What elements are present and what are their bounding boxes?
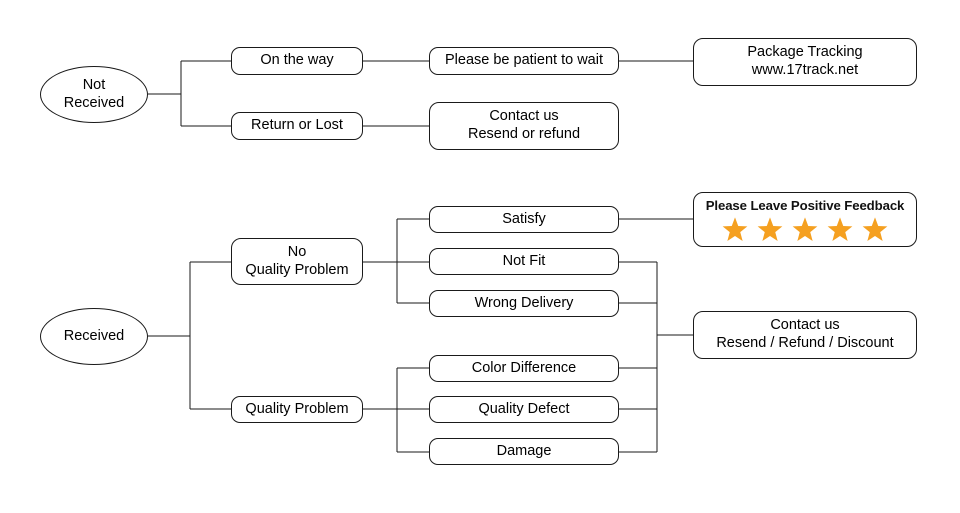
star-icon[interactable] — [862, 217, 888, 243]
node-package-tracking-line2: www.17track.net — [751, 62, 859, 78]
node-no-quality-problem-line2: Quality Problem — [245, 261, 349, 278]
node-not-fit[interactable]: Not Fit — [429, 248, 619, 275]
node-return-or-lost-label: Return or Lost — [251, 117, 343, 134]
star-icon[interactable] — [757, 217, 783, 243]
node-please-be-patient-label: Please be patient to wait — [445, 52, 603, 69]
node-received-label: Received — [63, 327, 125, 344]
node-positive-feedback[interactable]: Please Leave Positive Feedback — [693, 192, 917, 247]
node-no-quality-problem[interactable]: No Quality Problem — [231, 238, 363, 285]
node-wrong-delivery[interactable]: Wrong Delivery — [429, 290, 619, 317]
node-quality-defect-label: Quality Defect — [478, 400, 570, 417]
node-contact-us-resend-refund-line1: Contact us — [489, 108, 559, 125]
node-color-difference[interactable]: Color Difference — [429, 355, 619, 382]
feedback-label: Please Leave Positive Feedback — [705, 198, 905, 213]
node-on-the-way-label: On the way — [260, 52, 334, 69]
node-color-difference-label: Color Difference — [471, 359, 577, 376]
node-contact-us-resolution-line1: Contact us — [770, 317, 840, 334]
node-not-fit-label: Not Fit — [502, 252, 546, 269]
node-received[interactable]: Received — [40, 308, 148, 365]
node-no-quality-problem-line1: No — [287, 243, 307, 260]
star-rating[interactable] — [722, 217, 888, 243]
node-quality-defect[interactable]: Quality Defect — [429, 396, 619, 423]
node-satisfy-label: Satisfy — [502, 210, 546, 227]
star-icon[interactable] — [722, 217, 748, 243]
node-return-or-lost[interactable]: Return or Lost — [231, 112, 363, 140]
node-damage-label: Damage — [496, 442, 552, 459]
node-package-tracking[interactable]: Package Tracking www.17track.net — [693, 38, 917, 86]
node-contact-us-resend-refund[interactable]: Contact us Resend or refund — [429, 102, 619, 150]
node-not-received-line1: Not — [82, 76, 106, 93]
node-not-received[interactable]: Not Received — [40, 66, 148, 123]
node-quality-problem[interactable]: Quality Problem — [231, 396, 363, 423]
node-package-tracking-line1: Package Tracking — [747, 44, 863, 61]
node-please-be-patient[interactable]: Please be patient to wait — [429, 47, 619, 75]
node-satisfy[interactable]: Satisfy — [429, 206, 619, 233]
node-damage[interactable]: Damage — [429, 438, 619, 465]
node-contact-us-resolution-line2: Resend / Refund / Discount — [716, 335, 894, 351]
node-wrong-delivery-label: Wrong Delivery — [474, 294, 574, 311]
star-icon[interactable] — [827, 217, 853, 243]
star-icon[interactable] — [792, 217, 818, 243]
node-quality-problem-label: Quality Problem — [245, 400, 349, 417]
node-on-the-way[interactable]: On the way — [231, 47, 363, 75]
node-contact-us-resend-refund-line2: Resend or refund — [467, 126, 581, 142]
node-not-received-line2: Received — [63, 94, 125, 111]
node-contact-us-resolution[interactable]: Contact us Resend / Refund / Discount — [693, 311, 917, 359]
